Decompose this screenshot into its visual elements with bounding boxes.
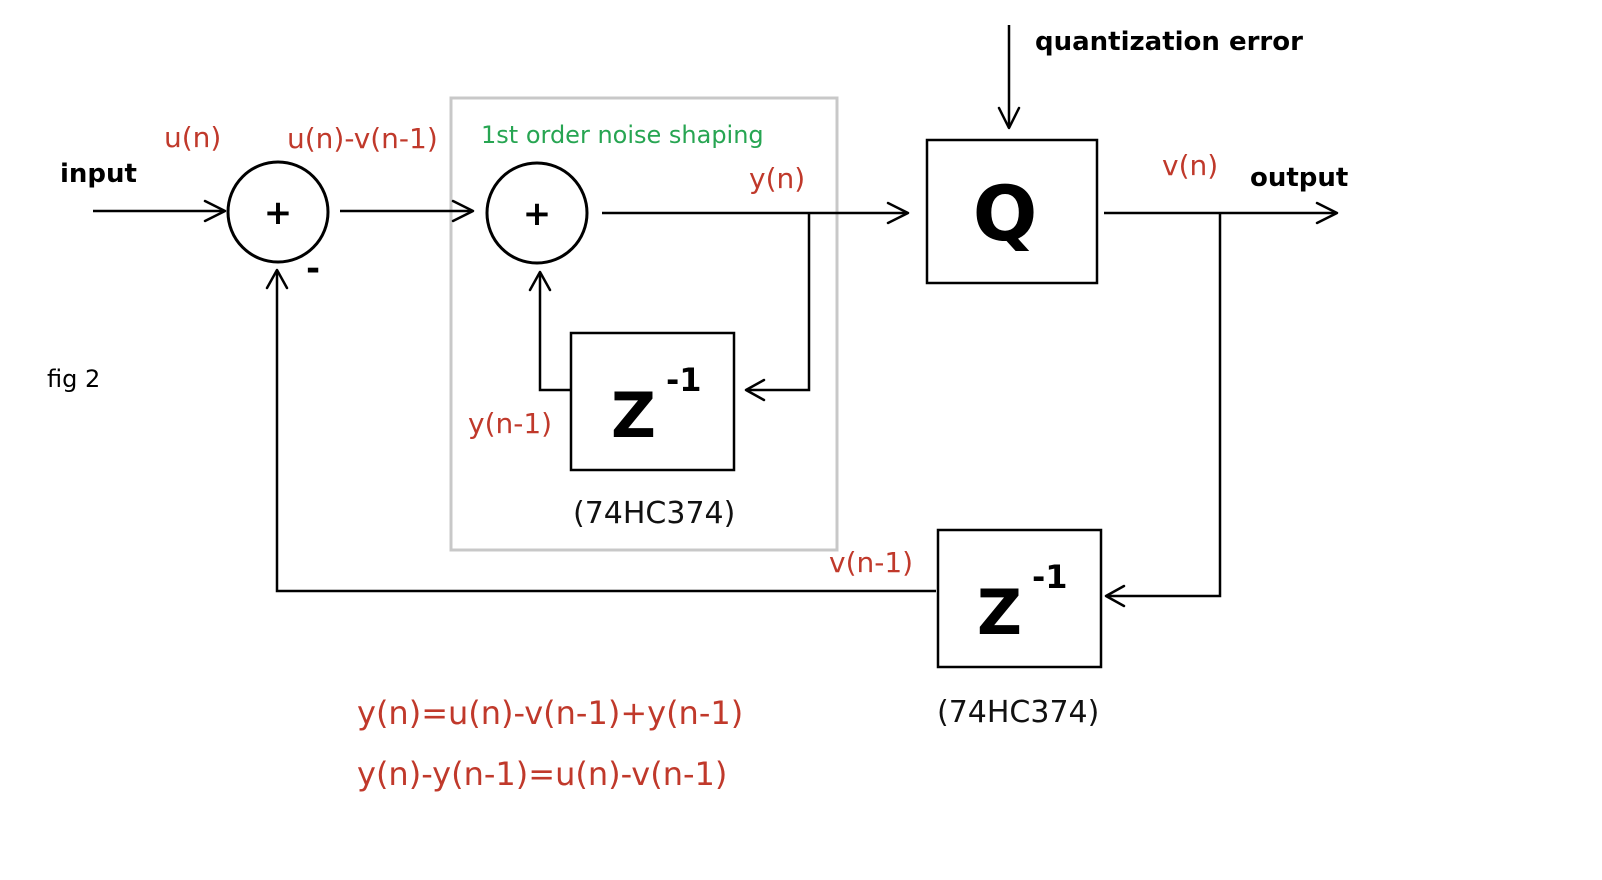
delay1-input-arrowhead [744,378,766,402]
quantizer-block [925,138,1099,285]
equation-1: y(n)=u(n)-v(n-1)+y(n-1) [357,694,743,732]
delay1-output-wire [538,272,571,392]
quantization-error-arrowhead [997,106,1021,130]
signal-y-label: y(n) [749,162,805,195]
sum2-feedback-arrowhead [528,270,552,292]
delay-1-exponent: -1 [666,361,702,399]
delay-1-part-label: (74HC374) [573,496,735,531]
signal-u-label: u(n) [164,121,221,154]
summing-junction-1-sign: + [264,193,293,233]
summing-junction-1-minus: - [306,249,320,289]
signal-v-prev-label: v(n-1) [829,546,913,579]
delay2-input-arrowhead [1104,584,1126,608]
equation-2: y(n)-y(n-1)=u(n)-v(n-1) [357,755,727,793]
delay-block-1 [569,331,736,472]
delay-1-symbol: Z [611,379,656,452]
vn-feedback-wire [1106,213,1222,598]
vn1-feedback-wire [275,270,936,593]
delay-2-part-label: (74HC374) [937,695,1099,730]
delay-2-symbol: Z [977,576,1022,649]
signal-v-label: v(n) [1162,149,1218,182]
quantizer-symbol: Q [973,169,1038,258]
noise-shaping-group-label: 1st order noise shaping [481,121,764,149]
output-arrowhead [1315,201,1339,225]
output-label: output [1250,163,1348,193]
delay-block-2 [936,528,1103,669]
summing-junction-2 [485,161,589,265]
input-arrowhead [203,199,227,223]
noise-shaping-group-box [449,96,839,552]
input-label: input [60,159,137,189]
delay-2-exponent: -1 [1032,558,1068,596]
sum1-feedback-arrowhead [265,268,289,290]
sum2-input-arrowhead [451,199,475,223]
signal-u-minus-v-label: u(n)-v(n-1) [287,122,438,155]
summing-junction-2-sign: + [523,194,552,234]
figure-label: fig 2 [47,365,100,393]
quantizer-input-arrowhead [886,201,910,225]
signal-y-prev-label: y(n-1) [468,407,552,440]
quantization-error-label: quantization error [1035,27,1303,57]
summing-junction-1 [226,160,330,264]
yn-feedback-wire [746,213,811,392]
